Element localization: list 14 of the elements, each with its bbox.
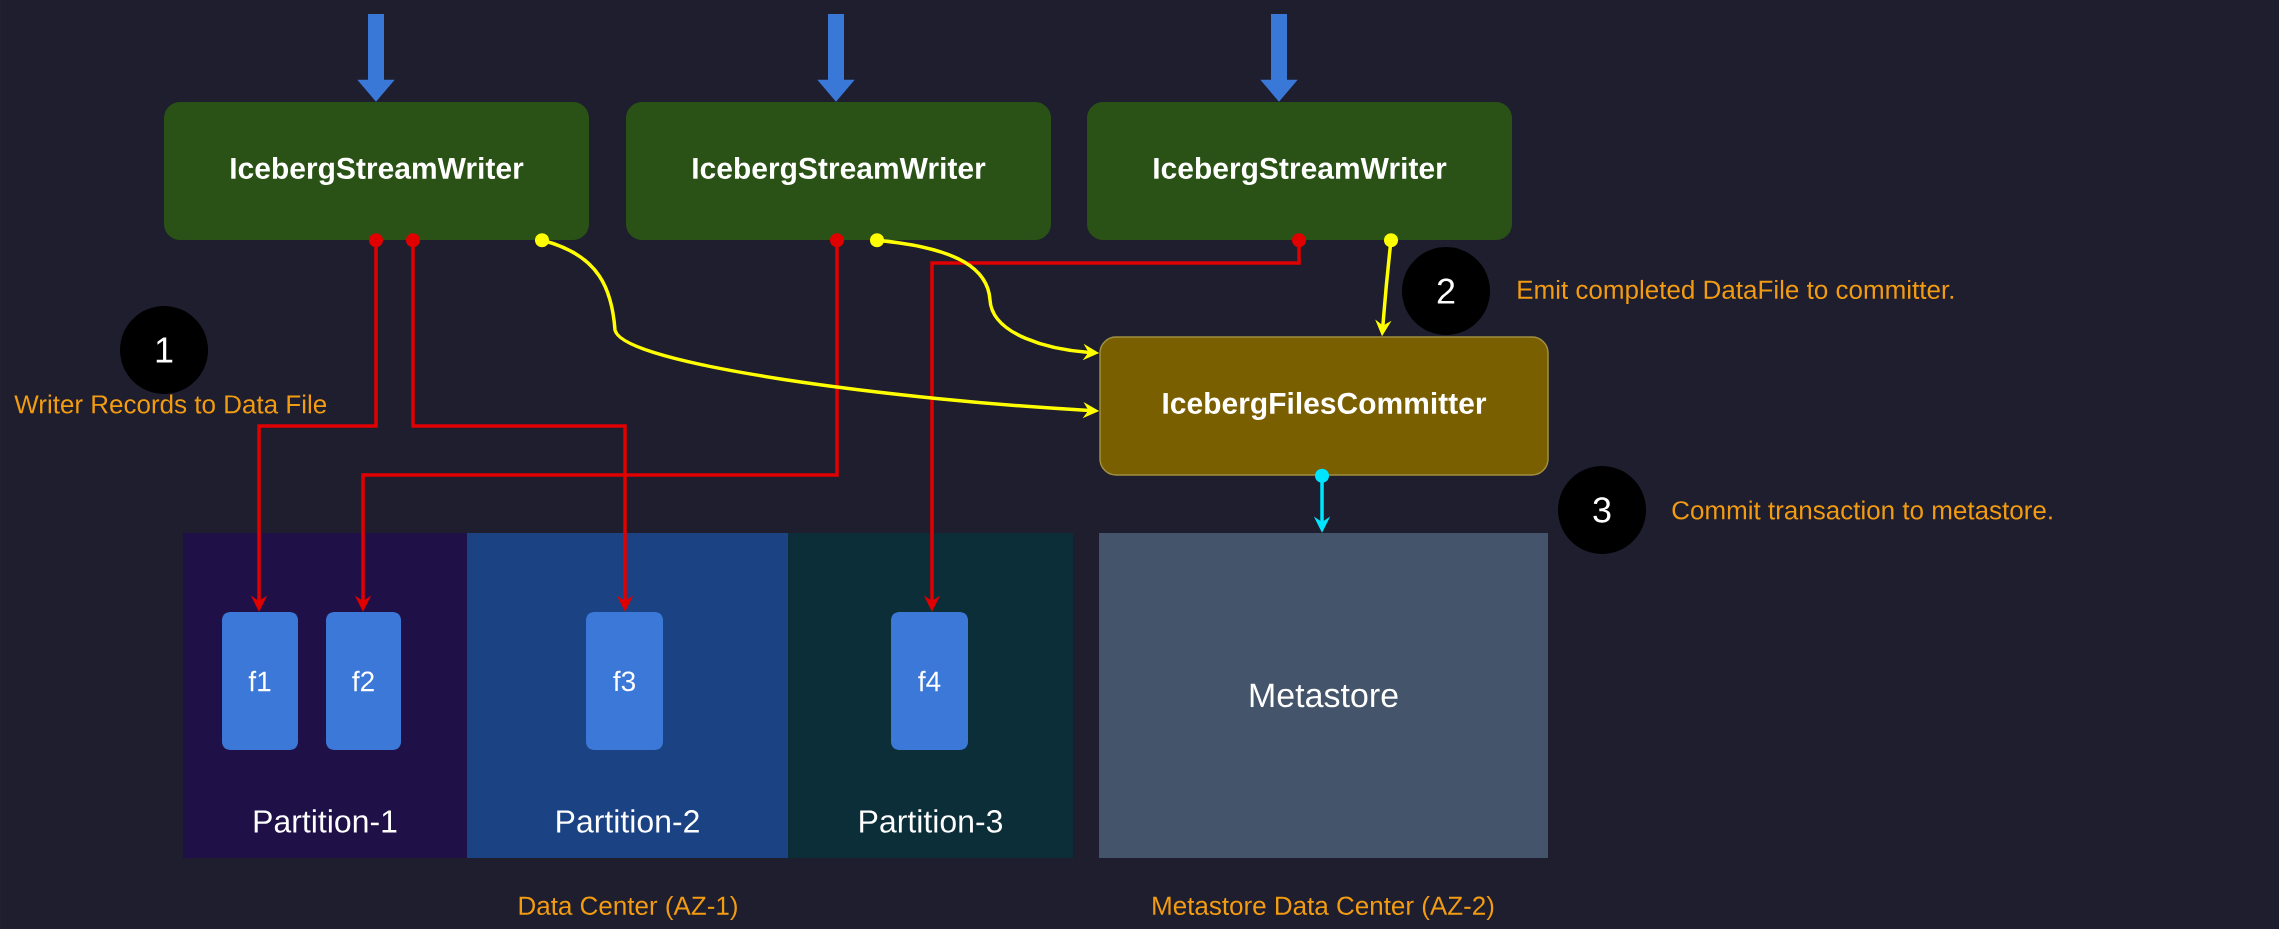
writer-box: IcebergStreamWriter xyxy=(626,102,1051,240)
committer-box: IcebergFilesCommitter xyxy=(1099,336,1549,476)
file-box: f3 xyxy=(586,612,663,750)
file-box: f1 xyxy=(222,612,298,750)
step-note: Writer Records to Data File xyxy=(14,394,327,414)
writer-box: IcebergStreamWriter xyxy=(1087,102,1512,240)
file-box: f4 xyxy=(891,612,968,750)
metastore-panel: Metastore xyxy=(1099,533,1548,858)
writer-box: IcebergStreamWriter xyxy=(164,102,589,240)
step-note: Emit completed DataFile to committer. xyxy=(1518,279,1954,305)
step-note: Commit transaction to metastore. xyxy=(1672,500,2052,520)
data-center-label: Data Center (AZ-1) xyxy=(519,895,737,921)
data-center-label: Metastore Data Center (AZ-2) xyxy=(1153,895,1494,921)
file-box: f2 xyxy=(326,612,401,750)
